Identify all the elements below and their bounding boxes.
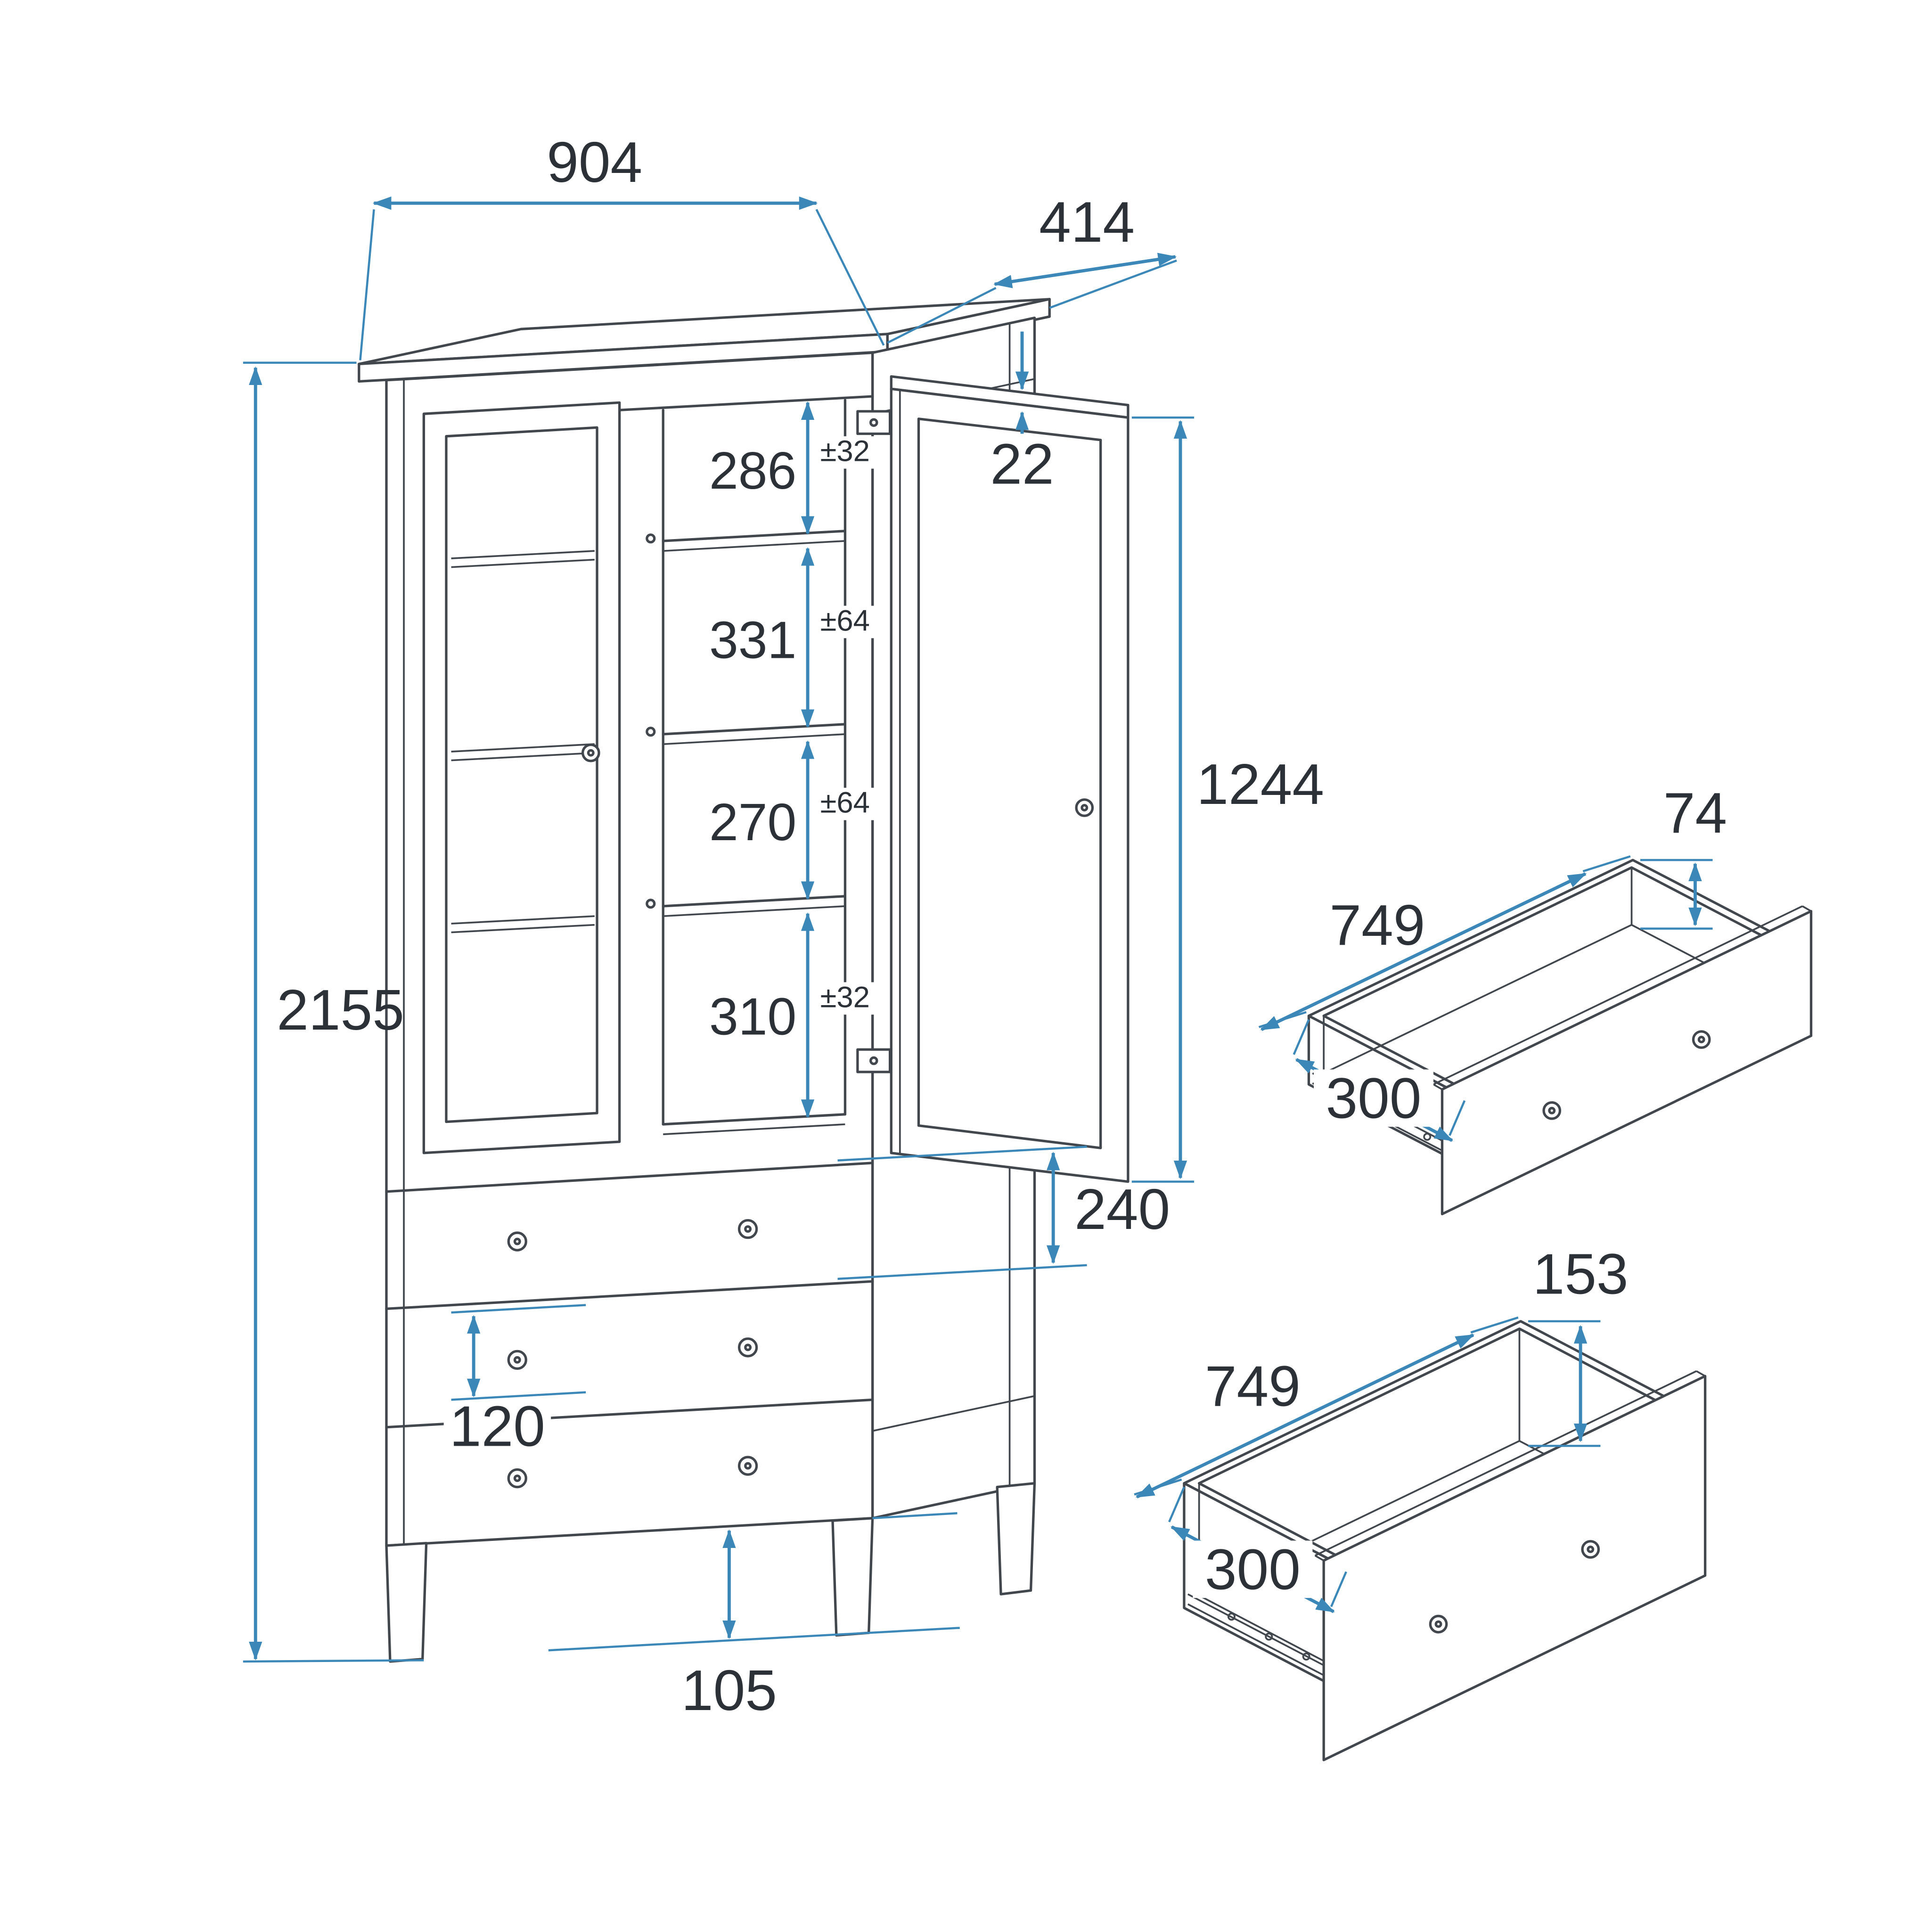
drawer2-knob-right[interactable] (737, 1337, 758, 1358)
dim-shallow-depth-300: 300 (1293, 1019, 1466, 1142)
dim-width-904: 904 (359, 130, 885, 360)
shelf-pin (646, 727, 656, 737)
drawer3-knob-left[interactable] (507, 1468, 527, 1489)
shallow-drawer-knob-left (1542, 1101, 1562, 1120)
top-rail-bottom (618, 395, 874, 411)
dim-door-thickness-22: 22 (984, 331, 1060, 496)
back-right-leg (996, 1482, 1036, 1596)
dim-shelf-spacing-3: 270 ±64 (709, 740, 882, 900)
dim-shallow-height-label: 74 (1663, 781, 1727, 845)
shelf-spacing-2-label: 331 (709, 611, 796, 670)
front-left-leg (385, 1542, 428, 1663)
open-door-glass (917, 418, 1102, 1149)
shelf-spacing-1-tolerance: ±32 (820, 435, 870, 468)
dim-door-height-label: 1244 (1196, 752, 1324, 816)
dim-drawer-front-240: 240 (837, 1146, 1187, 1280)
shallow-drawer-knob-right (1692, 1030, 1711, 1049)
dim-shallow-width-label: 749 (1329, 893, 1425, 957)
open-door-panel[interactable] (890, 387, 1130, 1183)
open-door-knob[interactable] (1075, 798, 1094, 817)
dim-shallow-height-74: 74 (1640, 781, 1727, 930)
dim-height-label: 2155 (277, 978, 404, 1042)
shelf-spacing-3-tolerance: ±64 (820, 786, 870, 819)
dim-side-rail-label: 120 (450, 1394, 545, 1458)
dim-depth-414: 414 (887, 190, 1177, 344)
dim-width-label: 904 (547, 130, 642, 194)
hinge-bottom-icon (856, 1048, 892, 1073)
left-door-knob[interactable] (581, 743, 600, 762)
drawer1-knob-left[interactable] (507, 1231, 527, 1252)
dim-depth-label: 414 (1039, 190, 1135, 254)
dimensions: 904 414 22 2155 1244 286 (243, 130, 1727, 1722)
shelf-spacing-4-tolerance: ±32 (820, 981, 870, 1014)
shelf-spacing-2-tolerance: ±64 (820, 604, 870, 637)
dim-side-rail-120: 120 (443, 1304, 586, 1458)
dim-deep-depth-label: 300 (1205, 1538, 1301, 1602)
dim-deep-width-label: 749 (1205, 1354, 1301, 1418)
shelf-spacing-1-label: 286 (709, 441, 796, 500)
dim-shelf-spacing-1: 286 ±32 (709, 401, 882, 535)
dim-deep-height-153: 153 (1528, 1242, 1629, 1447)
hinge-top-icon (856, 410, 892, 435)
front-right-leg (831, 1517, 874, 1637)
dim-deep-depth-300: 300 (1168, 1486, 1347, 1613)
shelf-spacing-3-label: 270 (709, 793, 796, 851)
deep-drawer-knob-left (1429, 1614, 1448, 1634)
cabinet-shelves (646, 530, 847, 1135)
left-door-frame[interactable] (422, 401, 621, 1154)
dim-deep-width-749: 749 (1134, 1316, 1519, 1498)
left-door-glass (445, 426, 598, 1123)
shallow-drawer-front-panel (1441, 909, 1813, 1216)
drawer2-knob-left[interactable] (507, 1350, 527, 1370)
shelf-pin (646, 899, 656, 909)
dim-deep-height-label: 153 (1533, 1242, 1629, 1306)
deep-drawer-knob-right (1581, 1540, 1600, 1559)
drawer1-knob-right[interactable] (737, 1219, 758, 1239)
dim-leg-height-105: 105 (548, 1512, 960, 1722)
left-glass-door[interactable] (422, 401, 621, 1154)
dim-shelf-spacing-4: 310 ±32 (709, 912, 882, 1118)
dim-shelf-spacing-2: 331 ±64 (709, 547, 882, 728)
drawer3-knob-right[interactable] (737, 1456, 758, 1476)
dim-height-2155: 2155 (243, 361, 424, 1663)
cabinet-top-slab (358, 298, 1051, 383)
dim-door-thickness-label: 22 (990, 432, 1054, 496)
shelf-spacing-4-label: 310 (709, 987, 796, 1046)
dim-shallow-width-749: 749 (1258, 855, 1631, 1031)
legs (385, 1482, 1036, 1663)
dim-shallow-depth-label: 300 (1326, 1066, 1421, 1130)
dim-door-height-1244: 1244 (1131, 416, 1324, 1183)
dim-drawer-front-label: 240 (1074, 1177, 1170, 1241)
open-glass-door[interactable] (856, 375, 1130, 1183)
dim-leg-height-label: 105 (681, 1658, 777, 1722)
shelf-pin (646, 533, 656, 544)
